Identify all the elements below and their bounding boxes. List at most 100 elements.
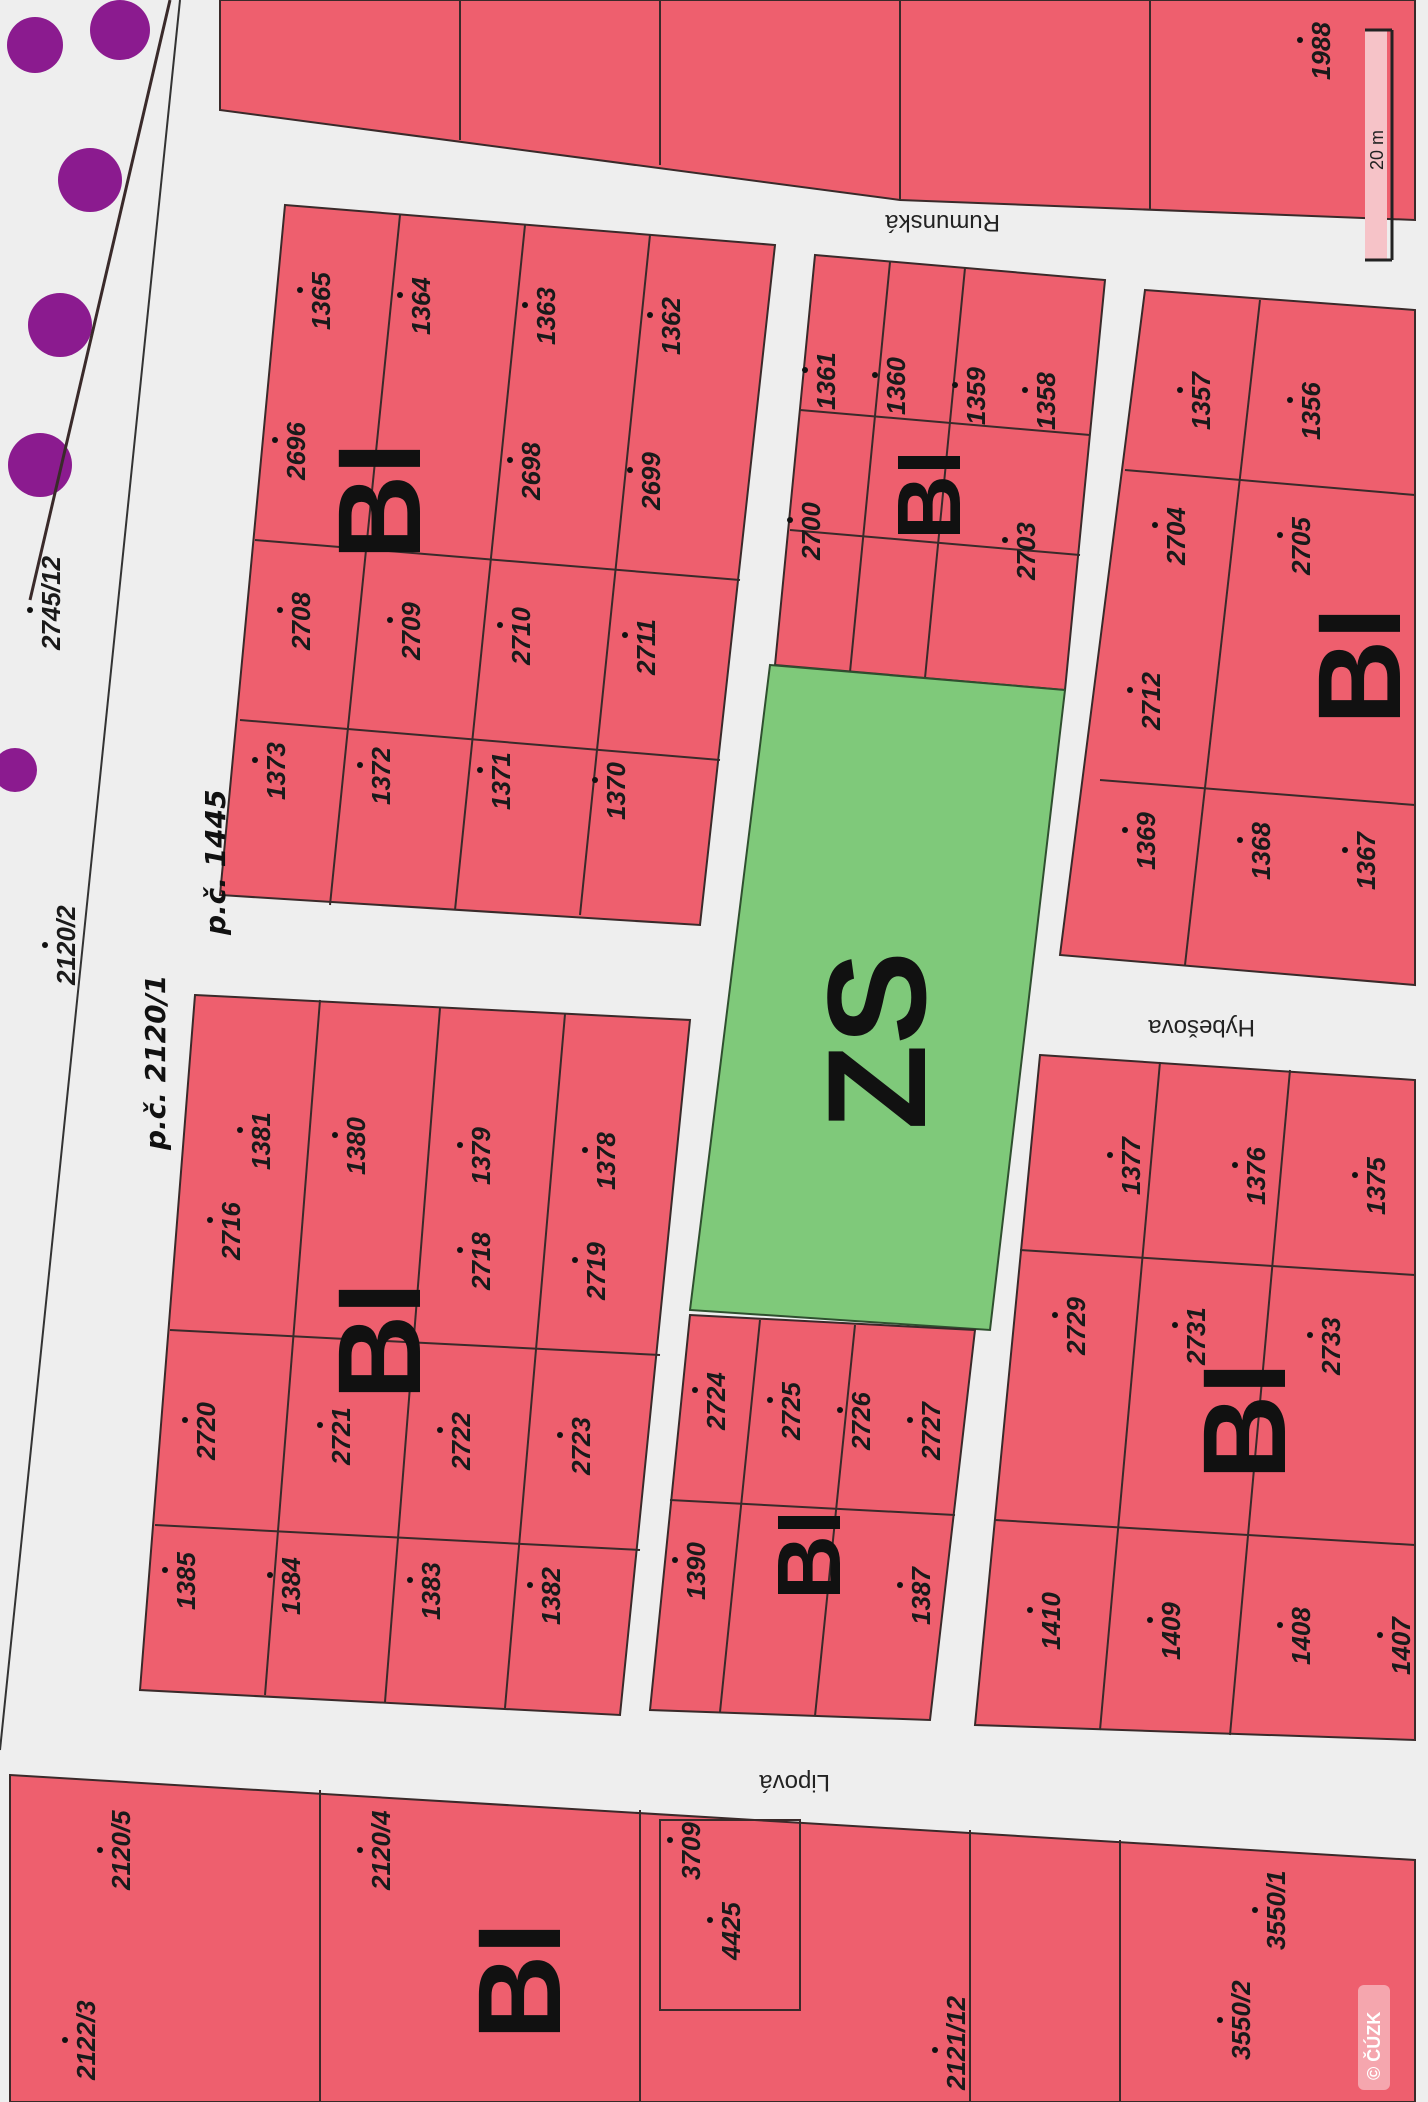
parcel-number: 2121/12 bbox=[941, 1995, 971, 2091]
parcel-number: 4425 bbox=[716, 1902, 746, 1961]
parcel-point bbox=[802, 367, 808, 373]
parcel-point bbox=[627, 467, 633, 473]
zone-label-bi-a: BI bbox=[314, 442, 446, 560]
parcel-number: 2712 bbox=[1136, 672, 1166, 731]
parcel-number: 2721 bbox=[326, 1407, 356, 1466]
parcel-number: 2704 bbox=[1161, 507, 1191, 566]
parcel-point bbox=[592, 777, 598, 783]
block-f bbox=[973, 1053, 1416, 1742]
handwritten-note-2: p.č. 1445 bbox=[199, 789, 232, 936]
parcel-number: 2710 bbox=[506, 607, 536, 666]
parcel-number: 1407 bbox=[1386, 1616, 1416, 1675]
parcel-point bbox=[1177, 387, 1183, 393]
parcel-number: 2723 bbox=[566, 1417, 596, 1476]
parcel-number: 1363 bbox=[531, 287, 561, 345]
park-zs bbox=[688, 663, 1067, 1332]
parcel-number: 2724 bbox=[701, 1372, 731, 1431]
block-e bbox=[648, 1313, 977, 1722]
block-bottom bbox=[9, 1773, 1416, 2102]
parcel-point bbox=[162, 1567, 168, 1573]
parcel-number: 2725 bbox=[776, 1382, 806, 1441]
parcel-point bbox=[27, 607, 33, 613]
parcel-point bbox=[272, 437, 278, 443]
parcel-number: 1382 bbox=[536, 1567, 566, 1625]
parcel-number: 1367 bbox=[1351, 831, 1381, 890]
parcel-number: 2699 bbox=[636, 452, 666, 511]
parcel-number: 2727 bbox=[916, 1401, 946, 1461]
parcel-number: 1364 bbox=[406, 277, 436, 335]
parcel-point bbox=[1297, 37, 1303, 43]
parcel-point bbox=[1107, 1152, 1113, 1158]
parcel-number: 1369 bbox=[1131, 812, 1161, 870]
parcel-number: 1381 bbox=[246, 1112, 276, 1170]
watermark-label: © ČÚZK bbox=[1363, 2012, 1384, 2080]
parcel-number: 2733 bbox=[1316, 1317, 1346, 1376]
block-a bbox=[218, 203, 777, 927]
block-top-edge bbox=[219, 0, 1416, 222]
block-d bbox=[138, 993, 692, 1717]
parcel-point bbox=[207, 1217, 213, 1223]
parcel-point bbox=[252, 757, 258, 763]
parcel-number: 1409 bbox=[1156, 1602, 1186, 1660]
parcel-point bbox=[332, 1132, 338, 1138]
zone-label-bi-b: BI bbox=[880, 450, 980, 540]
parcel-point bbox=[1052, 1312, 1058, 1318]
parcel-point bbox=[407, 1577, 413, 1583]
parcel-point bbox=[557, 1432, 563, 1438]
parcel-point bbox=[1232, 1162, 1238, 1168]
zone-label-bi-f: BI bbox=[1179, 1362, 1311, 1480]
parcel-point bbox=[1352, 1172, 1358, 1178]
parcel-number: 2122/3 bbox=[71, 2000, 101, 2081]
handwritten-note-1: p.č. 2120/1 bbox=[139, 975, 172, 1151]
street-lipova: Lipová bbox=[759, 1769, 830, 1796]
parcel-point bbox=[767, 1397, 773, 1403]
parcel-point bbox=[397, 292, 403, 298]
parcel-point bbox=[507, 457, 513, 463]
parcel-point bbox=[1307, 1332, 1313, 1338]
parcel-point bbox=[672, 1557, 678, 1563]
parcel-point bbox=[1237, 837, 1243, 843]
street-rumunska: Rumunská bbox=[885, 209, 1000, 236]
parcel-number: 1385 bbox=[171, 1552, 201, 1610]
parcel-number: 1370 bbox=[601, 762, 631, 820]
parcel-number: 2700 bbox=[796, 502, 826, 561]
parcel-point bbox=[1122, 827, 1128, 833]
parcel-point bbox=[897, 1582, 903, 1588]
zone-label-zs: ZS bbox=[798, 951, 955, 1130]
parcel-point bbox=[527, 1582, 533, 1588]
parcel-point bbox=[357, 762, 363, 768]
cuzk-watermark: © ČÚZK bbox=[1358, 1985, 1390, 2090]
parcel-number: 1376 bbox=[1241, 1147, 1271, 1205]
parcel-number: 1384 bbox=[276, 1557, 306, 1615]
parcel-number: 1410 bbox=[1036, 1592, 1066, 1650]
parcel-point bbox=[622, 632, 628, 638]
parcel-point bbox=[872, 372, 878, 378]
parcel-number: 1361 bbox=[811, 352, 841, 410]
parcel-number: 2719 bbox=[581, 1242, 611, 1301]
parcel-point bbox=[1287, 397, 1293, 403]
block-c bbox=[1058, 288, 1416, 987]
parcel-number: 1360 bbox=[881, 357, 911, 415]
parcel-point bbox=[267, 1572, 273, 1578]
parcel-number: 3550/2 bbox=[1226, 1980, 1256, 2060]
parcel-number: 2120/4 bbox=[366, 1810, 396, 1891]
parcel-point bbox=[932, 2047, 938, 2053]
parcel-point bbox=[317, 1422, 323, 1428]
parcel-point bbox=[357, 1847, 363, 1853]
parcel-point bbox=[237, 1127, 243, 1133]
parcel-number: 1375 bbox=[1361, 1157, 1391, 1215]
parcel-point bbox=[907, 1417, 913, 1423]
parcel-point bbox=[62, 2037, 68, 2043]
tree-symbols bbox=[0, 0, 150, 792]
parcel-point bbox=[1172, 1322, 1178, 1328]
parcel-point bbox=[692, 1387, 698, 1393]
parcel-number: 1378 bbox=[591, 1132, 621, 1190]
parcel-point bbox=[97, 1847, 103, 1853]
parcel-number: 3709 bbox=[676, 1822, 706, 1880]
zone-label-bi-d: BI bbox=[314, 1282, 446, 1400]
parcel-point bbox=[787, 517, 793, 523]
parcel-point bbox=[1252, 1907, 1258, 1913]
parcel-point bbox=[182, 1417, 188, 1423]
parcel-number: 1380 bbox=[341, 1117, 371, 1175]
parcel-point bbox=[582, 1147, 588, 1153]
